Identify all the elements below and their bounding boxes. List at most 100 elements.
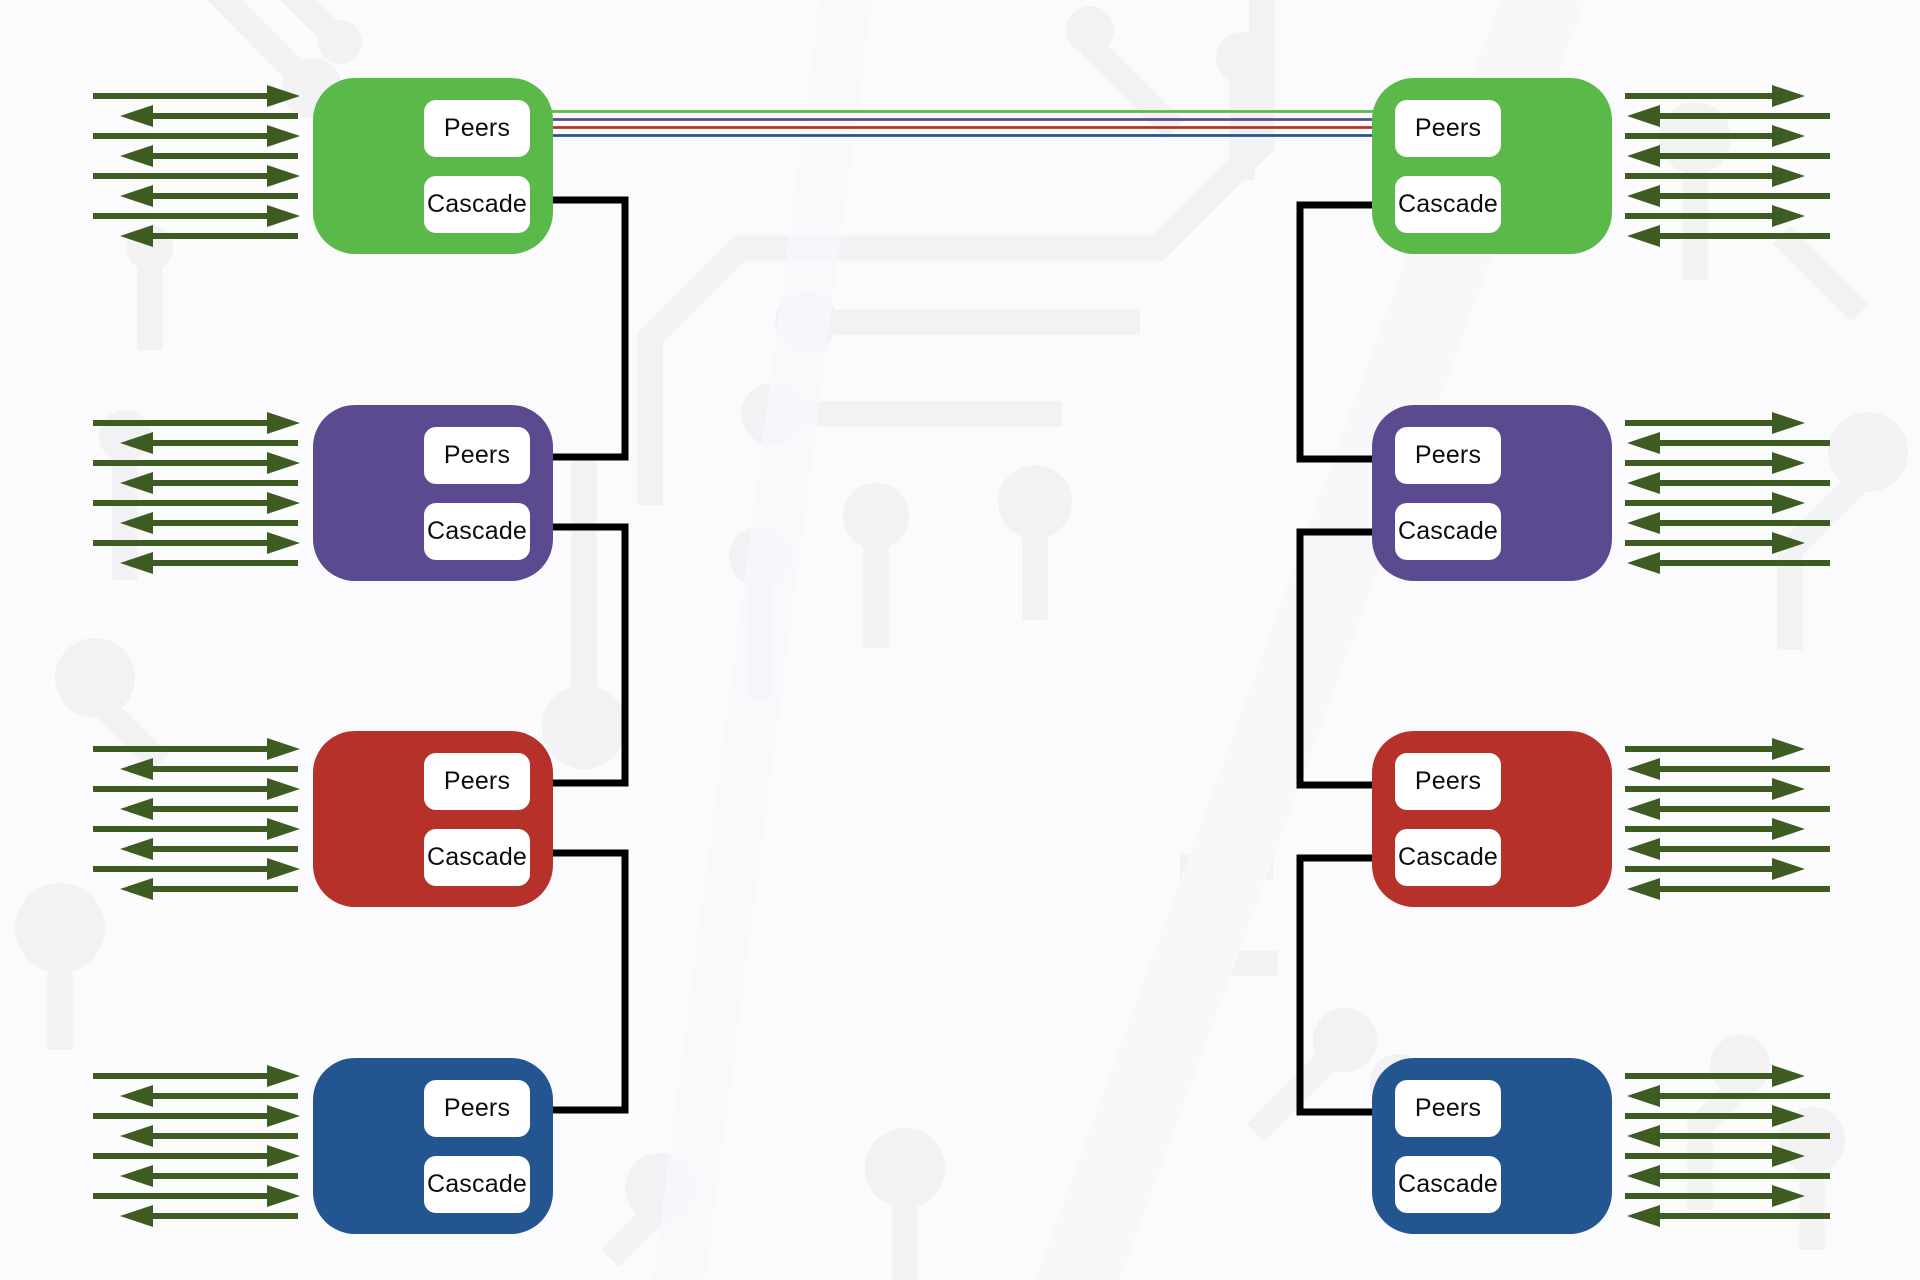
port-arrow — [1627, 1085, 1830, 1107]
port-arrow — [1627, 878, 1830, 900]
left-red-peer-arrows — [93, 738, 300, 900]
left-blue-peer-arrows — [93, 1065, 300, 1227]
port-arrow — [120, 1085, 298, 1107]
cascade-port-label: Cascade — [424, 829, 530, 886]
port-arrow — [1625, 1145, 1805, 1167]
port-arrow — [1625, 492, 1805, 514]
port-arrow — [120, 105, 298, 127]
port-arrow — [1625, 205, 1805, 227]
port-arrow — [1627, 432, 1830, 454]
cascade-link-left-2 — [549, 523, 629, 787]
cascade-link-left-3 — [549, 849, 629, 1114]
peers-port-label: Peers — [1395, 1080, 1501, 1137]
cascade-port-label: Cascade — [424, 503, 530, 560]
port-arrow — [120, 552, 298, 574]
right-blue-peer-arrows — [1625, 1065, 1830, 1227]
port-arrow — [93, 1145, 300, 1167]
port-arrow — [1625, 1065, 1805, 1087]
port-arrow — [93, 85, 300, 107]
port-arrow — [120, 798, 298, 820]
port-arrow — [1625, 1185, 1805, 1207]
right-purple-peer-arrows — [1625, 412, 1830, 574]
port-arrow — [1625, 452, 1805, 474]
port-arrow — [120, 838, 298, 860]
cascade-link-right-1 — [1296, 201, 1377, 463]
port-arrow — [120, 1205, 298, 1227]
peers-port-label: Peers — [1395, 100, 1501, 157]
peers-port-label: Peers — [424, 427, 530, 484]
port-arrow — [93, 412, 300, 434]
peers-port-label: Peers — [424, 100, 530, 157]
port-arrow — [1625, 165, 1805, 187]
port-arrow — [120, 432, 298, 454]
port-arrow — [120, 225, 298, 247]
port-arrow — [120, 1125, 298, 1147]
cascade-port-label: Cascade — [424, 176, 530, 233]
port-arrow — [120, 145, 298, 167]
cascade-port-label: Cascade — [1395, 176, 1501, 233]
peers-port-label: Peers — [1395, 427, 1501, 484]
cascade-link-right-3 — [1296, 854, 1377, 1116]
port-arrow — [120, 1165, 298, 1187]
port-arrow — [1627, 472, 1830, 494]
port-arrow — [93, 125, 300, 147]
peers-port-label: Peers — [1395, 753, 1501, 810]
port-arrow — [93, 1185, 300, 1207]
port-arrow — [1627, 552, 1830, 574]
right-red-peer-arrows — [1625, 738, 1830, 900]
port-arrow — [1625, 125, 1805, 147]
port-arrow — [1627, 185, 1830, 207]
right-green-peer-arrows — [1625, 85, 1830, 247]
port-arrow — [1627, 105, 1830, 127]
port-arrow — [93, 452, 300, 474]
port-arrow — [1625, 412, 1805, 434]
port-arrow — [93, 492, 300, 514]
port-arrow — [1627, 758, 1830, 780]
port-arrow — [93, 738, 300, 760]
port-arrow — [93, 205, 300, 227]
port-arrow — [93, 858, 300, 880]
port-arrow — [1627, 145, 1830, 167]
port-arrow — [93, 778, 300, 800]
port-arrow — [120, 878, 298, 900]
port-arrow — [93, 1105, 300, 1127]
port-arrow — [1627, 1165, 1830, 1187]
port-arrow — [1625, 778, 1805, 800]
port-arrow — [1627, 225, 1830, 247]
port-arrow — [120, 512, 298, 534]
port-arrow — [1627, 838, 1830, 860]
port-arrow — [1627, 512, 1830, 534]
cascade-link-right-2 — [1296, 528, 1377, 789]
port-arrow — [1627, 1125, 1830, 1147]
cascade-port-label: Cascade — [1395, 503, 1501, 560]
cascade-link-left-1 — [549, 196, 629, 461]
cascade-port-label: Cascade — [424, 1156, 530, 1213]
port-arrow — [93, 1065, 300, 1087]
port-arrow — [120, 472, 298, 494]
port-arrow — [93, 818, 300, 840]
left-purple-peer-arrows — [93, 412, 300, 574]
port-arrow — [1627, 798, 1830, 820]
peers-port-label: Peers — [424, 1080, 530, 1137]
cascade-port-label: Cascade — [1395, 1156, 1501, 1213]
port-arrow — [1627, 1205, 1830, 1227]
port-arrow — [1625, 85, 1805, 107]
port-arrow — [1625, 818, 1805, 840]
port-arrow — [93, 532, 300, 554]
port-arrow — [1625, 858, 1805, 880]
peers-port-label: Peers — [424, 753, 530, 810]
port-arrow — [120, 758, 298, 780]
port-arrow — [1625, 738, 1805, 760]
left-green-peer-arrows — [93, 85, 300, 247]
port-arrow — [93, 165, 300, 187]
